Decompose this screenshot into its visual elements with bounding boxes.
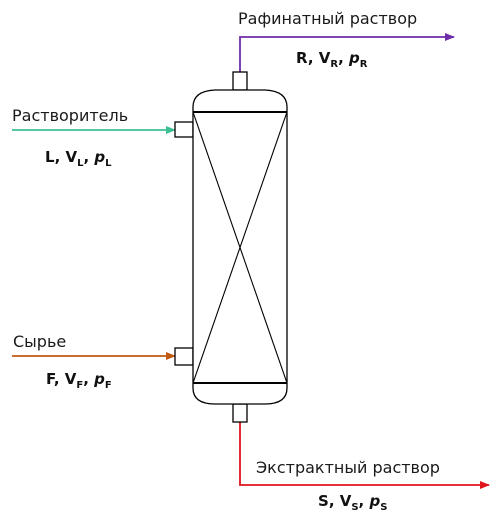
extraction-column [174,71,288,423]
solvent-inlet-nozzle [174,121,194,138]
extract-params: S, VS, pS [318,492,387,513]
packing-cross-line-2 [192,111,288,384]
solvent-params: L, VL, pL [45,148,112,169]
extract-flow-line [239,422,490,489]
extract-label: Экстрактный раствор [256,458,440,477]
feed-inlet-nozzle [174,347,194,366]
feed-params: F, VF, pF [46,370,112,391]
top-nozzle [232,71,248,91]
bottom-nozzle [232,403,248,423]
raffinate-label: Рафинатный раствор [238,9,417,28]
solvent-label: Растворитель [12,106,128,125]
raffinate-params: R, VR, pR [296,49,368,70]
raffinate-flow-line [239,33,455,72]
feed-label: Сырье [13,332,66,351]
